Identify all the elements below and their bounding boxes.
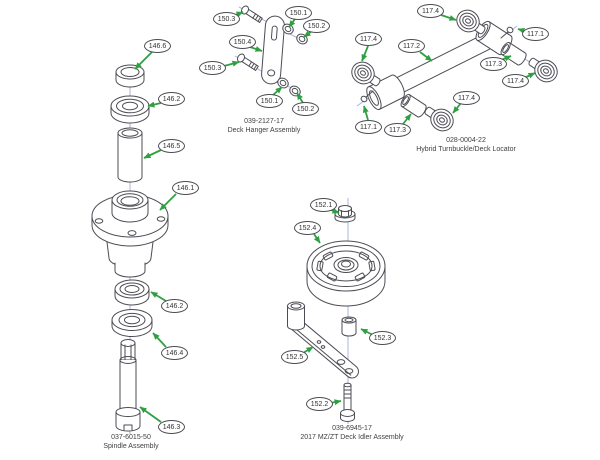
callout-117-4: 117.4 [502, 74, 529, 88]
hanger-nut [277, 77, 289, 89]
hanger-plate [261, 15, 285, 85]
callout-117-4: 117.4 [417, 4, 444, 18]
callout-117-1: 117.1 [522, 27, 549, 41]
spindle-label: 037-6015-50 Spindle Assembly [56, 433, 206, 451]
callout-150-4: 150.4 [229, 35, 256, 49]
callout-146-3: 146.3 [158, 420, 185, 434]
callout-117-1: 117.1 [355, 120, 382, 134]
callout-117-4: 117.4 [355, 32, 382, 46]
spindle-cap [115, 64, 145, 88]
callout-152-5: 152.5 [281, 350, 308, 364]
callout-146-4: 146.4 [161, 346, 188, 360]
turnbuckle-screw [360, 90, 374, 103]
callout-150-3: 150.3 [213, 12, 240, 26]
idler-flange-nut [334, 205, 356, 223]
deck-idler-name: 2017 MZ/ZT Deck Idler Assembly [300, 434, 404, 441]
deck-idler-label: 039-6945-17 2017 MZ/ZT Deck Idler Assemb… [277, 424, 427, 442]
hanger-bolt-bottom [236, 53, 259, 71]
turnbuckle-spacer [400, 93, 427, 118]
spindle-part-number: 037-6015-50 [111, 434, 151, 441]
callout-152-1: 152.1 [310, 198, 337, 212]
spindle-drawing [91, 51, 177, 434]
turnbuckle-spacer [500, 41, 527, 66]
turnbuckle-screw [500, 26, 514, 39]
callout-117-2: 117.2 [398, 39, 425, 53]
deck-bushing [456, 9, 486, 35]
deck-bushing [424, 106, 454, 132]
spindle-bearing-top [110, 95, 150, 124]
callout-117-3: 117.3 [384, 123, 411, 137]
idler-spacer [341, 316, 357, 337]
deck-hanger-part-number: 039-2127-17 [244, 118, 284, 125]
turnbuckle-drawing [351, 9, 558, 132]
idler-drawing [287, 198, 386, 424]
turnbuckle-label: 028-0004-22 Hybrid Turnbuckle/Deck Locat… [391, 136, 541, 154]
spindle-washer [111, 309, 153, 337]
callout-117-4: 117.4 [453, 91, 480, 105]
spindle-tube [117, 127, 143, 183]
idler-pulley [306, 240, 386, 307]
callout-146-5: 146.5 [158, 139, 185, 153]
deck-hanger-drawing [223, 5, 313, 104]
callout-146-2: 146.2 [158, 92, 185, 106]
callout-117-3: 117.3 [480, 57, 507, 71]
callout-150-2: 150.2 [303, 19, 330, 33]
turnbuckle-name: Hybrid Turnbuckle/Deck Locator [416, 146, 516, 153]
spindle-shaft [115, 339, 141, 432]
deck-bushing [351, 61, 381, 87]
callout-146-1: 146.1 [172, 181, 199, 195]
idler-arm [287, 301, 359, 379]
spindle-name: Spindle Assembly [103, 443, 159, 450]
callout-152-4: 152.4 [294, 221, 321, 235]
hanger-nut [289, 85, 301, 97]
spindle-housing [91, 190, 169, 278]
deck-hanger-name: Deck Hanger Assembly [227, 127, 301, 134]
deck-bushing [528, 57, 558, 83]
callout-152-2: 152.2 [306, 397, 333, 411]
idler-bolt [340, 382, 355, 422]
callout-150-3: 150.3 [199, 61, 226, 75]
callout-150-2: 150.2 [292, 102, 319, 116]
deck-idler-part-number: 039-6945-17 [332, 425, 372, 432]
callout-146-6: 146.6 [144, 39, 171, 53]
spindle-bearing-bottom [114, 279, 150, 306]
callout-150-1: 150.1 [285, 6, 312, 20]
turnbuckle-part-number: 028-0004-22 [446, 137, 486, 144]
hanger-bolt-top [240, 5, 263, 23]
callout-146-2: 146.2 [161, 299, 188, 313]
callout-152-3: 152.3 [369, 331, 396, 345]
deck-hanger-label: 039-2127-17 Deck Hanger Assembly [189, 117, 339, 135]
callout-150-1: 150.1 [256, 94, 283, 108]
